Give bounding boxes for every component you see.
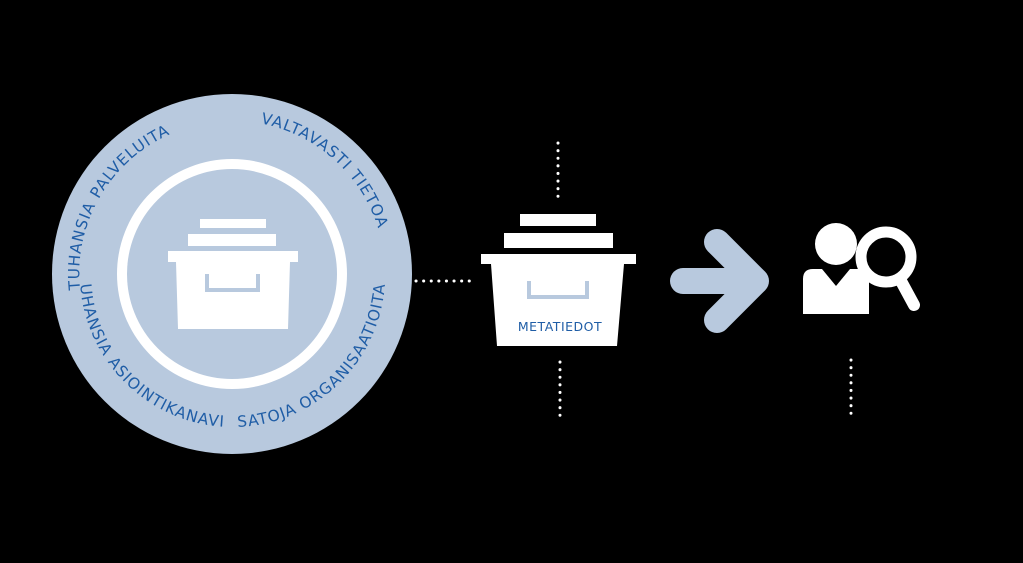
arrow-right-icon <box>670 229 769 333</box>
metadata-box-label: METATIEDOT <box>518 319 602 334</box>
user-search-icon <box>803 223 920 314</box>
metadata-file-drawer-icon <box>481 214 636 346</box>
central-file-drawer-icon <box>168 219 298 329</box>
